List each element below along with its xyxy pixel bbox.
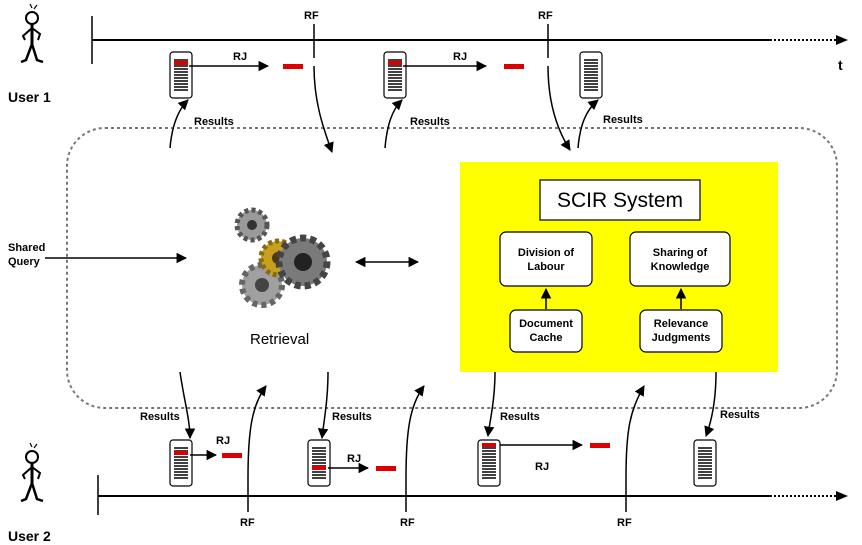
user1-document-icon-2 xyxy=(383,51,407,99)
rj-label-bottom-3: RJ xyxy=(535,461,549,473)
results-label-bottom-3: Results xyxy=(500,411,540,423)
relevance-judgment-mark xyxy=(283,64,303,69)
shared-query-label-line1: Shared xyxy=(8,242,45,254)
results-label-bottom-2: Results xyxy=(332,411,372,423)
relevance-label-line1: Relevance xyxy=(654,318,708,330)
user1-timeline xyxy=(91,16,848,64)
shared-workspace-boundary xyxy=(66,127,838,409)
shared-query-label-line2: Query xyxy=(8,256,41,268)
user2-document-icon-4 xyxy=(693,439,717,487)
rf-label-top-1: RF xyxy=(304,10,319,22)
scir-title-box xyxy=(539,179,701,221)
division-label-line2: Labour xyxy=(527,261,565,273)
results-label-bottom-4: Results xyxy=(720,409,760,421)
user1-stick-figure-icon xyxy=(19,2,45,64)
rf-label-bottom-3: RF xyxy=(617,517,632,529)
user1-document-icon-3 xyxy=(579,51,603,99)
division-label-line1: Division of xyxy=(518,247,575,259)
user2-document-icon-1 xyxy=(169,439,193,487)
scir-title: SCIR System xyxy=(557,189,683,212)
relevance-label-line2: Judgments xyxy=(652,332,711,344)
relevance-judgment-mark xyxy=(222,453,242,458)
user2-stick-figure-icon xyxy=(19,441,45,503)
rj-label-bottom-2: RJ xyxy=(347,453,361,465)
sharing-label-line1: Sharing of xyxy=(653,247,708,259)
retrieval-label: Retrieval xyxy=(250,331,309,348)
division-of-labour-box xyxy=(499,231,593,287)
sharing-label-line2: Knowledge xyxy=(651,261,710,273)
gears-icon xyxy=(234,207,331,308)
user2-timeline xyxy=(97,475,848,515)
results-label-top-2: Results xyxy=(410,116,450,128)
cache-label-line1: Document xyxy=(519,318,573,330)
relevance-judgments-box xyxy=(639,309,723,353)
time-axis-label: t xyxy=(838,57,843,73)
cache-label-line2: Cache xyxy=(529,332,562,344)
rf-label-top-2: RF xyxy=(538,10,553,22)
results-label-top-1: Results xyxy=(194,116,234,128)
relevance-judgment-mark xyxy=(590,443,610,448)
rj-label-bottom-1: RJ xyxy=(216,435,230,447)
user2-document-icon-2 xyxy=(307,439,331,487)
document-cache-box xyxy=(509,309,583,353)
rf-label-bottom-2: RF xyxy=(400,517,415,529)
user2-label: User 2 xyxy=(8,528,51,544)
relevance-judgment-mark xyxy=(376,466,396,471)
user1-document-icon-1 xyxy=(169,51,193,99)
results-label-bottom-1: Results xyxy=(140,411,180,423)
sharing-of-knowledge-box xyxy=(629,231,731,287)
rf-label-bottom-1: RF xyxy=(240,517,255,529)
relevance-judgment-mark xyxy=(504,64,524,69)
results-label-top-3: Results xyxy=(603,114,643,126)
rj-label-top-2: RJ xyxy=(453,51,467,63)
user1-label: User 1 xyxy=(8,89,51,105)
rj-label-top-1: RJ xyxy=(233,51,247,63)
